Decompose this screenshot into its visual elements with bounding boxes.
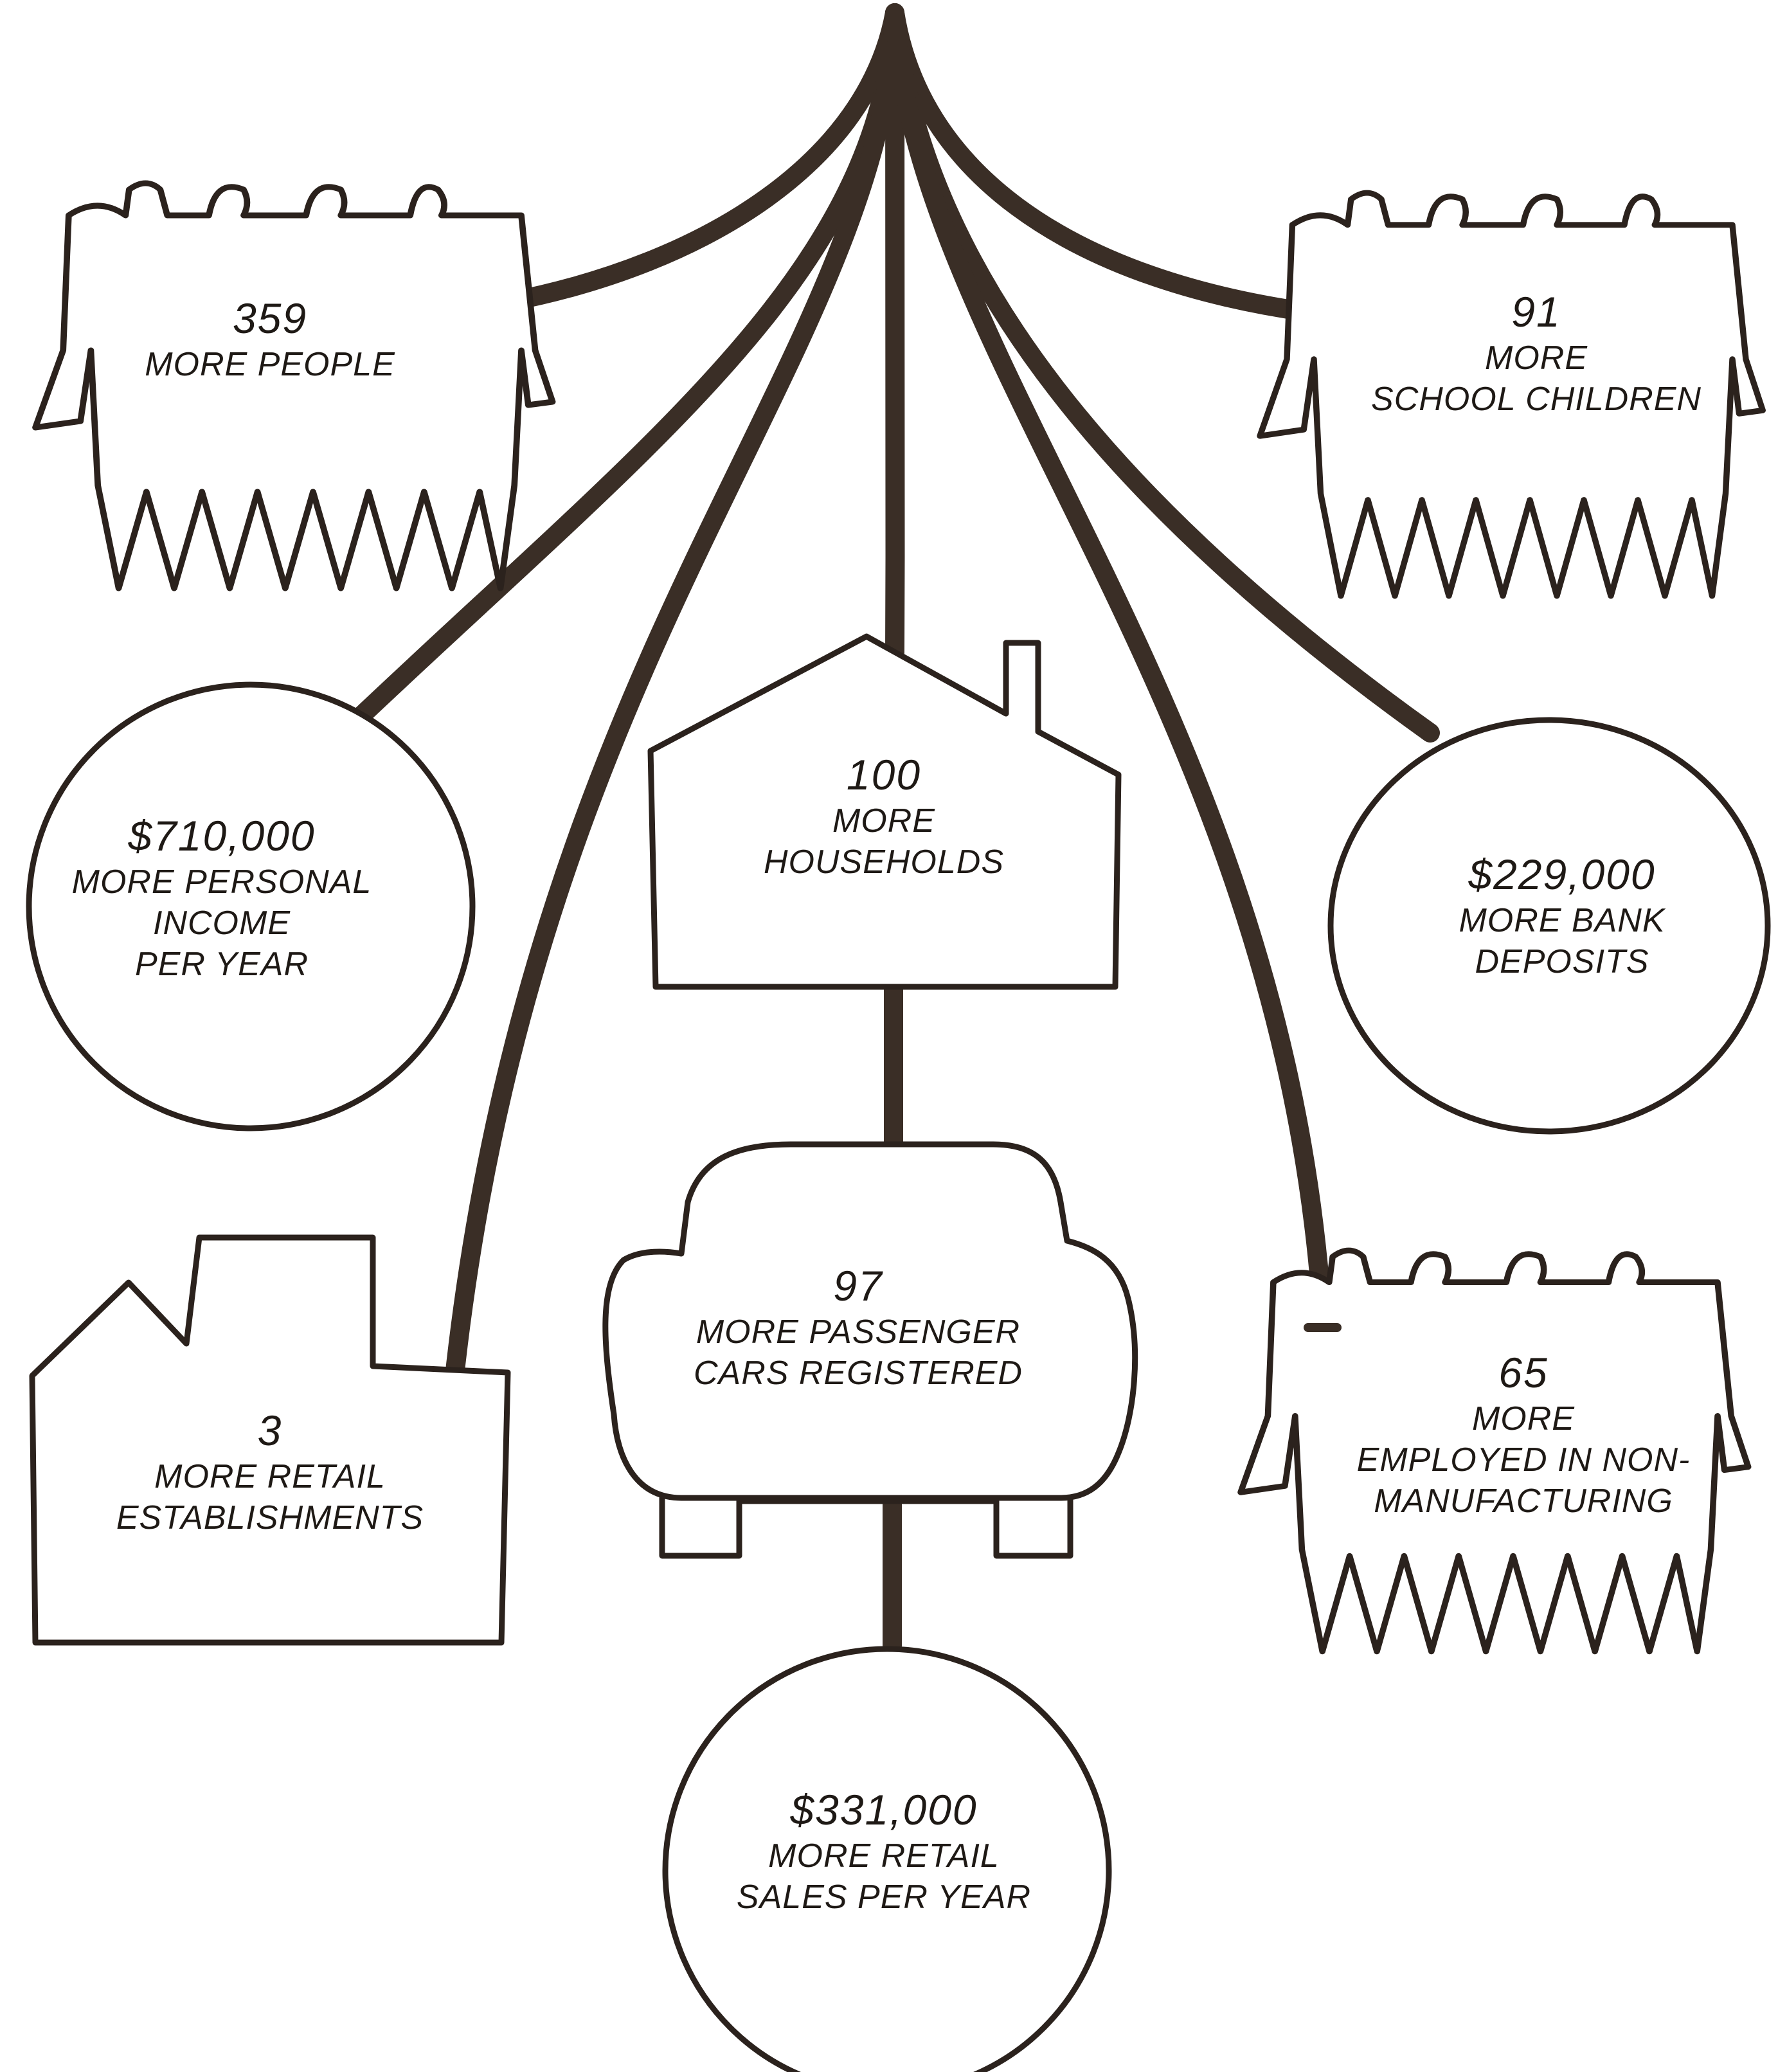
label-more-employed-non-manufacturing: 65 MORE EMPLOYED IN NON- MANUFACTURING [1357, 1347, 1691, 1522]
connector-retail-establishments [444, 3, 904, 1392]
value-text: MORE RETAIL [154, 1458, 386, 1495]
label-more-bank-deposits: $229,000 MORE BANK DEPOSITS [1459, 849, 1665, 982]
value-number: $331,000 [790, 1786, 978, 1833]
label-more-people: 359 MORE PEOPLE [145, 293, 395, 385]
connector-non-manufacturing [885, 3, 1333, 1334]
store-building-icon [29, 1234, 511, 1646]
circle-icon [26, 681, 476, 1131]
value-text: MORE PERSONAL [71, 863, 372, 901]
value-number: $710,000 [128, 812, 316, 860]
label-more-retail-sales: $331,000 MORE RETAIL SALES PER YEAR [737, 1784, 1031, 1918]
connector-lines [347, 3, 1440, 1655]
value-text: MORE PEOPLE [145, 346, 395, 383]
value-text: DEPOSITS [1475, 943, 1649, 980]
value-text: MORE RETAIL [768, 1837, 1000, 1875]
value-text: ESTABLISHMENTS [116, 1499, 424, 1536]
value-text: HOUSEHOLDS [763, 843, 1005, 881]
value-text: SALES PER YEAR [736, 1878, 1032, 1916]
value-number: 97 [833, 1262, 883, 1310]
circle-icon [1327, 717, 1771, 1135]
label-more-school-children: 91 MORE SCHOOL CHILDREN [1371, 286, 1702, 420]
people-group-icon [35, 183, 553, 588]
value-text: EMPLOYED IN NON- [1356, 1441, 1691, 1479]
label-more-passenger-cars: 97 MORE PASSENGER CARS REGISTERED [694, 1260, 1023, 1394]
value-text: PER YEAR [134, 946, 309, 983]
value-number: 359 [232, 294, 308, 342]
value-text: MORE [1471, 1400, 1575, 1437]
value-number: 91 [1511, 288, 1561, 336]
house-icon [647, 633, 1122, 990]
label-more-personal-income: $710,000 MORE PERSONAL INCOME PER YEAR [72, 810, 372, 985]
value-text: CARS REGISTERED [694, 1355, 1023, 1392]
value-text: MORE PASSENGER [696, 1313, 1021, 1351]
value-text: MANUFACTURING [1374, 1482, 1673, 1520]
value-number: 100 [846, 751, 922, 798]
circle-icon [662, 1646, 1112, 2072]
value-text: MORE [832, 802, 935, 840]
connector-households [885, 3, 906, 662]
value-text: INCOME [153, 905, 291, 942]
label-more-retail-establishments: 3 MORE RETAIL ESTABLISHMENTS [116, 1405, 424, 1538]
value-number: $229,000 [1468, 851, 1656, 898]
value-text: MORE BANK [1459, 902, 1666, 939]
connector-people [498, 3, 904, 312]
value-text: SCHOOL CHILDREN [1371, 381, 1702, 418]
label-more-households: 100 MORE HOUSEHOLDS [764, 749, 1004, 883]
value-number: 3 [257, 1407, 283, 1454]
car-icon [602, 1141, 1138, 1559]
value-number: 65 [1498, 1349, 1549, 1396]
value-text: MORE [1485, 339, 1588, 377]
